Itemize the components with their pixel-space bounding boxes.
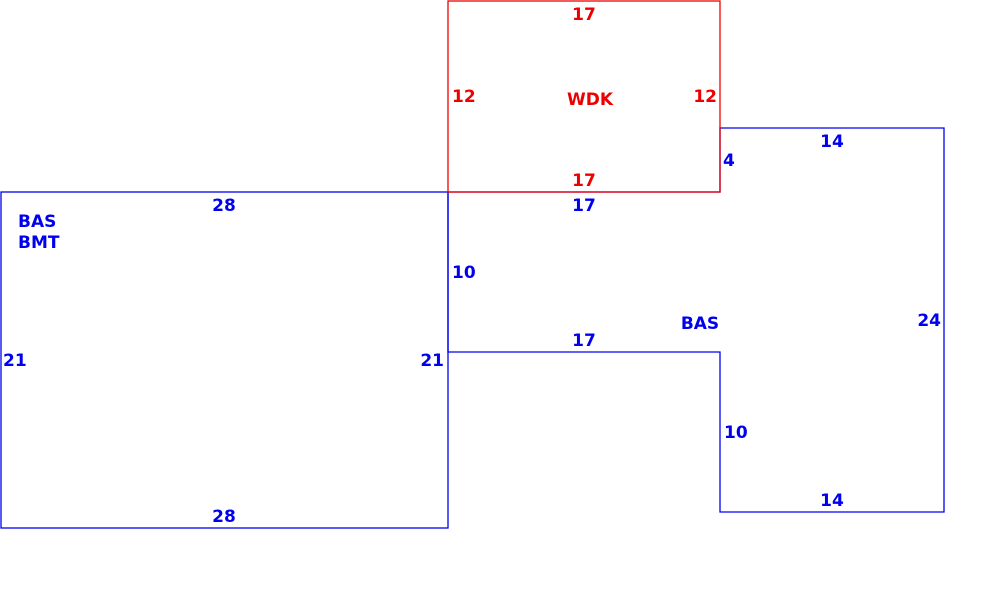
deck-left-dim: 12 [452,87,476,107]
right-area-top-right-dim: 14 [820,132,844,152]
right-area-step-up-dim: 4 [723,151,735,171]
deck-top-dim: 17 [572,5,596,25]
right-area-right-dim: 24 [917,311,941,331]
right-area-left-inner-dim: 10 [452,263,476,283]
left-area-label2: BMT [18,233,60,253]
right-area-bottom-inner-dim: 17 [572,331,596,351]
right-area-top-inner-dim: 17 [572,196,596,216]
deck-bottom-dim: 17 [572,171,596,191]
left-area-label1: BAS [18,212,56,232]
left-area-bottom-dim: 28 [212,507,236,527]
deck-right-dim: 12 [693,87,717,107]
left-area-top-dim: 28 [212,196,236,216]
left-area-right-dim: 21 [420,351,444,371]
left-area-outline [0,191,449,529]
deck-outline [447,0,721,193]
left-area-left-dim: 21 [3,351,27,371]
right-area-bottom-right-dim: 14 [820,491,844,511]
right-area-label: BAS [681,314,719,334]
right-area-step-down-dim: 10 [724,423,748,443]
deck-label: WDK [567,90,614,110]
